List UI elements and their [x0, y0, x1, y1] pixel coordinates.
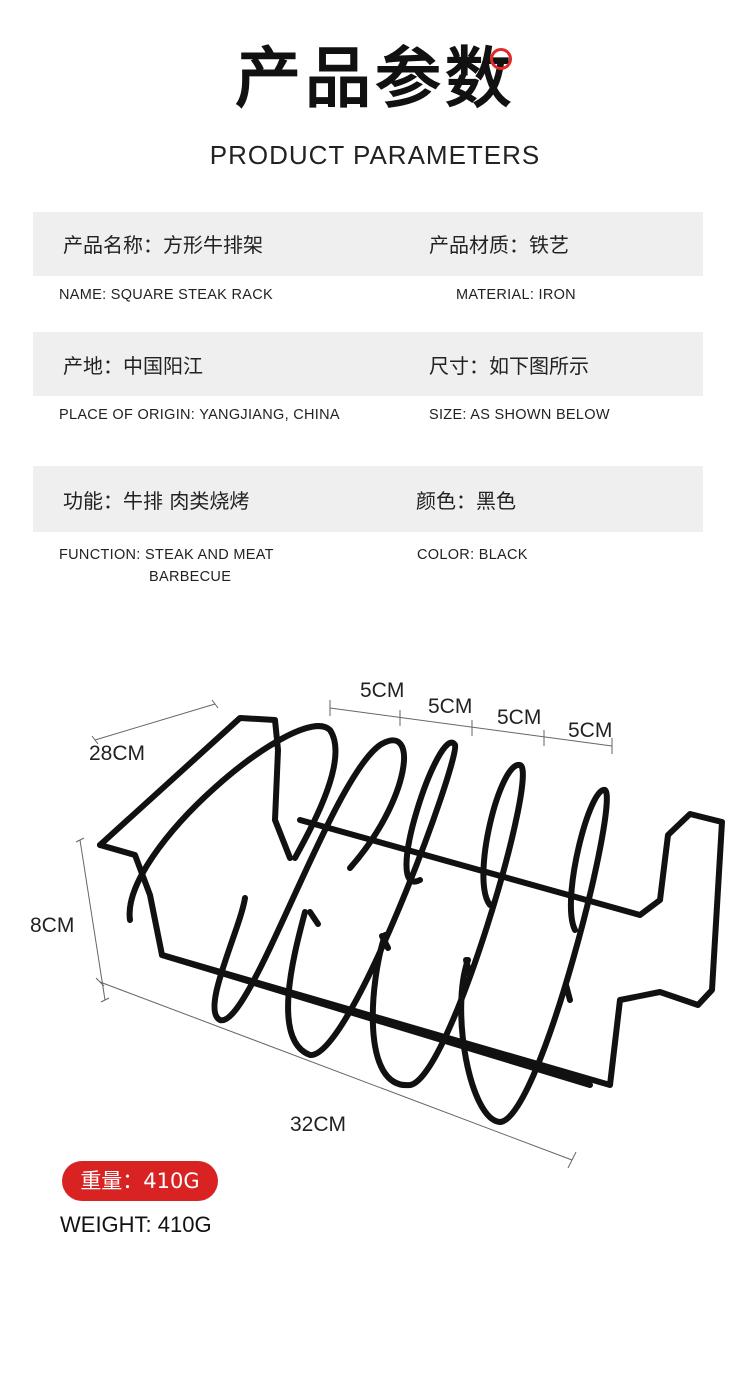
dim-depth: 28CM — [89, 742, 146, 765]
name-en: NAME: SQUARE STEAK RACK — [59, 287, 273, 303]
dim-length: 32CM — [290, 1113, 347, 1136]
weight-badge: 重量：410G — [62, 1161, 218, 1201]
function-en-line2: BARBECUE — [149, 569, 232, 585]
size-en: SIZE: AS SHOWN BELOW — [429, 407, 610, 423]
material-en: MATERIAL: IRON — [456, 287, 576, 303]
color-en: COLOR: BLACK — [417, 547, 528, 563]
param-band-1 — [33, 212, 703, 276]
page-title-en: PRODUCT PARAMETERS — [209, 140, 541, 170]
material-cn: 产品材质：铁艺 — [429, 233, 569, 257]
size-cn: 尺寸：如下图所示 — [429, 354, 589, 378]
dim-spacing-3: 5CM — [497, 706, 542, 729]
dim-spacing-2: 5CM — [428, 695, 473, 718]
origin-en: PLACE OF ORIGIN: YANGJIANG, CHINA — [59, 407, 340, 423]
dim-spacing-4: 5CM — [568, 719, 613, 742]
param-band-2 — [33, 332, 703, 396]
name-cn: 产品名称：方形牛排架 — [63, 233, 263, 257]
function-en-line1: FUNCTION: STEAK AND MEAT — [59, 547, 274, 563]
dim-height: 8CM — [30, 914, 75, 937]
rack-wire — [97, 715, 725, 1125]
origin-cn: 产地：中国阳江 — [63, 354, 203, 378]
param-band-3 — [33, 466, 703, 532]
page-title-cn: 产品参数 — [235, 40, 515, 117]
dimension-lines — [75, 699, 613, 1169]
dim-spacing-1: 5CM — [360, 679, 405, 702]
color-cn: 颜色：黑色 — [416, 489, 516, 513]
ring-accent-icon — [490, 48, 512, 70]
weight-en: WEIGHT: 410G — [60, 1212, 212, 1237]
function-cn: 功能：牛排 肉类烧烤 — [63, 489, 250, 513]
